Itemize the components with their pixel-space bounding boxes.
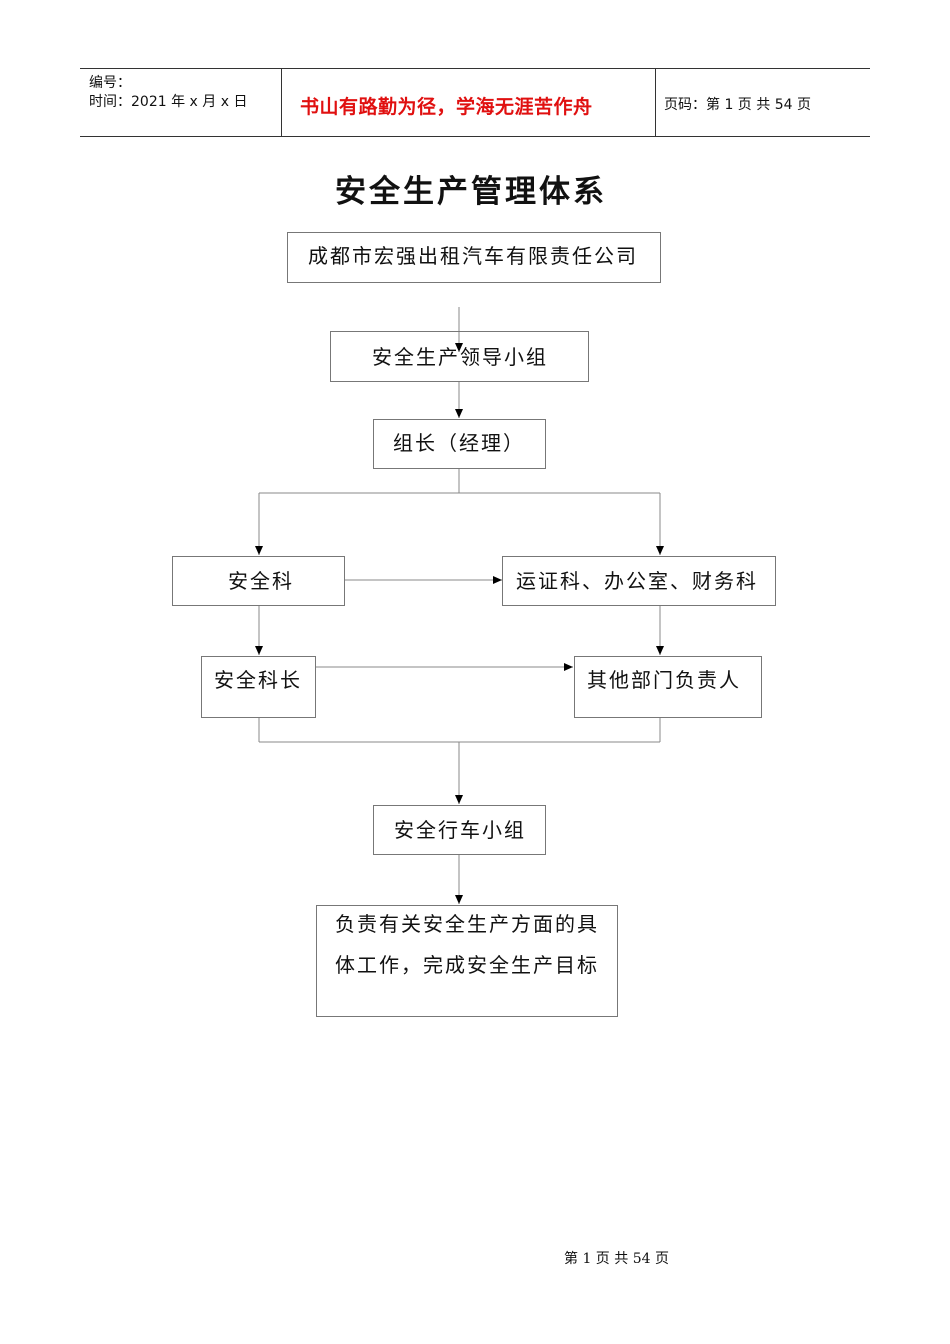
header-bottom-border: [80, 136, 870, 137]
header-number-label: 编号：: [89, 75, 131, 91]
footer-page-number: 第 1 页 共 54 页: [564, 1251, 669, 1267]
label-safety-dept: 安全科: [228, 569, 294, 593]
box-leading-group: [330, 331, 589, 382]
label-other-heads: 其他部门负责人: [587, 668, 741, 692]
box-other-heads: [574, 656, 762, 718]
label-company: 成都市宏强出租汽车有限责任公司: [308, 244, 638, 268]
header-divider-left: [281, 69, 282, 136]
header-divider-right: [655, 69, 656, 136]
label-leading-group: 安全生产领导小组: [372, 345, 548, 369]
label-duty: 负责有关安全生产方面的具 体工作，完成安全生产目标: [335, 904, 599, 986]
header-top-border: [80, 68, 870, 69]
label-safety-chief: 安全科长: [214, 668, 302, 692]
label-duty-line2: 体工作，完成安全生产目标: [335, 953, 599, 977]
label-duty-line1: 负责有关安全生产方面的具: [335, 912, 599, 936]
box-other-depts: [502, 556, 776, 606]
label-other-depts: 运证科、办公室、财务科: [516, 569, 758, 593]
box-company: [287, 232, 661, 283]
label-driving-group: 安全行车小组: [394, 818, 526, 842]
header-motto: 书山有路勤为径，学海无涯苦作舟: [300, 96, 593, 118]
box-safety-chief: [201, 656, 316, 718]
box-duty: [316, 905, 618, 1017]
box-safety-dept: [172, 556, 345, 606]
label-leader: 组长（经理）: [393, 431, 525, 455]
header-time-label: 时间：2021 年 x 月 x 日: [89, 94, 248, 110]
box-driving-group: [373, 805, 546, 855]
page-title: 安全生产管理体系: [335, 174, 607, 210]
box-leader: [373, 419, 546, 469]
header-page-label: 页码：第 1 页 共 54 页: [664, 97, 811, 113]
